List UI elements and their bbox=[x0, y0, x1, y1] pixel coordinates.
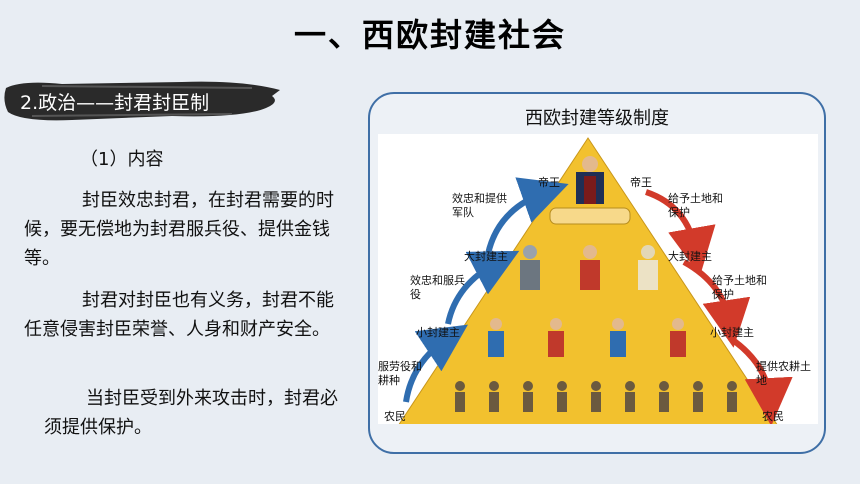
label-small-lord-right: 小封建主 bbox=[710, 325, 754, 339]
label-emperor-right: 帝王 bbox=[630, 175, 652, 189]
throne-platform bbox=[549, 207, 631, 225]
left-arrow-label-2: 效忠和服兵役 bbox=[410, 274, 465, 301]
banner-text: 2.政治——封君封臣制 bbox=[20, 92, 210, 114]
right-arrow-3 bbox=[728, 335, 793, 424]
label-small-lord-left: 小封建主 bbox=[416, 325, 460, 339]
right-arrow-label-1: 给予土地和保护 bbox=[668, 192, 723, 219]
great-lord-figures bbox=[520, 245, 658, 290]
left-arrow-2 bbox=[445, 250, 520, 325]
right-arrow-label-3: 提供农耕土地 bbox=[756, 360, 811, 387]
paragraph-3: 当封臣受到外来攻击时，封君必须提供保护。 bbox=[44, 388, 338, 438]
page-title: 一、西欧封建社会 bbox=[293, 16, 566, 54]
paragraph-2: 封君对封臣也有义务，封君不能任意侵害封臣荣誉、人身和财产安全。 bbox=[24, 290, 334, 340]
ink-brush-icon bbox=[4, 81, 281, 121]
left-arrow-label-1: 效忠和提供军队 bbox=[452, 192, 507, 219]
label-emperor-left: 帝王 bbox=[538, 175, 560, 189]
left-arrow-1 bbox=[485, 177, 569, 255]
label-great-lord-right: 大封建主 bbox=[668, 249, 712, 263]
right-arrow-2 bbox=[682, 259, 751, 348]
small-lord-figures bbox=[488, 318, 686, 357]
section-banner: 2.政治——封君封臣制 bbox=[2, 78, 284, 124]
left-arrow-label-3: 服劳役和耕种 bbox=[378, 360, 422, 387]
label-peasant-left: 农民 bbox=[384, 409, 406, 423]
emperor-figure bbox=[576, 156, 604, 204]
diagram-title: 西欧封建等级制度 bbox=[525, 108, 669, 129]
right-arrow-1 bbox=[644, 189, 716, 276]
left-arrow-3 bbox=[403, 324, 468, 403]
feudal-pyramid-diagram: 帝王 帝王 大封建主 大封建主 小封建主 小封建主 农民 农民 效忠和提供军队 … bbox=[378, 134, 818, 424]
subheading: （1）内容 bbox=[80, 149, 164, 170]
peasant-figures bbox=[455, 381, 737, 412]
right-arrow-label-2: 给予土地和保护 bbox=[712, 274, 767, 301]
paragraph-1: 封臣效忠封君，在封君需要的时候，要无偿地为封君服兵役、提供金钱等。 bbox=[24, 190, 334, 269]
label-peasant-right: 农民 bbox=[762, 409, 784, 423]
label-great-lord-left: 大封建主 bbox=[464, 249, 508, 263]
